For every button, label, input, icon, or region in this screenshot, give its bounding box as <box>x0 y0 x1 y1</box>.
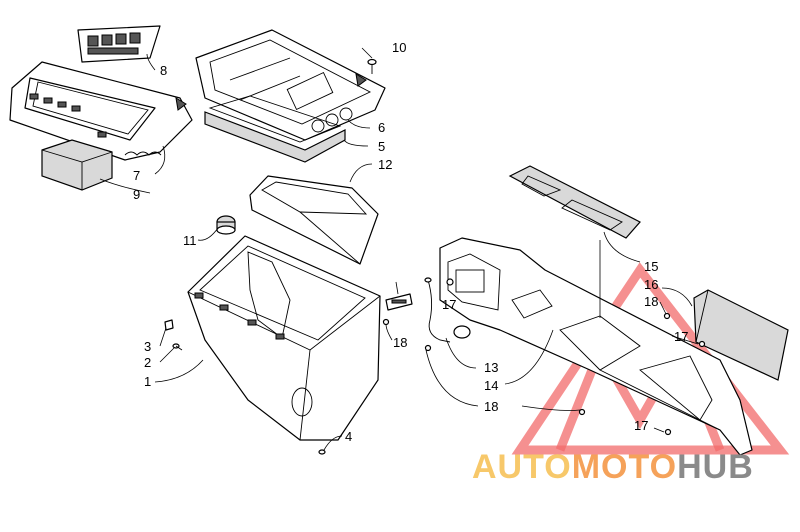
callout-9: 9 <box>133 187 140 202</box>
callout-17-bottom: 17 <box>634 418 648 433</box>
watermark-auto: AUTO <box>472 448 572 486</box>
callout-15: 15 <box>644 259 658 274</box>
part-16-foam-block <box>693 289 789 381</box>
callout-17-right: 17 <box>674 329 688 344</box>
callout-13: 13 <box>484 360 498 375</box>
part-14-console-housing <box>439 237 753 456</box>
callout-7: 7 <box>133 168 140 183</box>
callout-3: 3 <box>144 339 151 354</box>
callout-1: 1 <box>144 374 151 389</box>
part-10-screw <box>367 58 377 74</box>
part-5-gasket <box>204 95 346 163</box>
part-4-screw <box>318 449 326 455</box>
callout-18-right: 18 <box>644 294 658 309</box>
watermark-hub: HUB <box>677 448 754 486</box>
watermark-text: AUTOMOTOHUB <box>472 448 754 486</box>
callout-10: 10 <box>392 40 406 55</box>
callout-17-mid: 17 <box>442 297 456 312</box>
part-15-frame-gasket <box>508 165 641 239</box>
part-3-clip <box>164 319 174 331</box>
part-12-lid <box>249 175 379 265</box>
leader-lines <box>99 47 699 451</box>
callout-8: 8 <box>160 63 167 78</box>
part-8-cover-panel <box>77 25 161 63</box>
part-6-mounting-tray <box>195 29 386 141</box>
callout-4: 4 <box>345 429 352 444</box>
callout-5: 5 <box>378 139 385 154</box>
callout-18-bottom: 18 <box>484 399 498 414</box>
callout-2: 2 <box>144 355 151 370</box>
fastener-screws <box>382 278 706 436</box>
part-13-grommet <box>453 325 471 339</box>
callout-18-left: 18 <box>393 335 407 350</box>
part-19-bracket <box>385 293 413 311</box>
callout-6: 6 <box>378 120 385 135</box>
part-9-foam-pad <box>41 139 113 191</box>
part-13-cable-rod <box>424 277 451 343</box>
part-11-knob <box>216 215 236 235</box>
part-7-instrument-bezel <box>9 61 193 161</box>
part-2-screw <box>172 343 183 351</box>
callout-12: 12 <box>378 157 392 172</box>
watermark-moto: MOTO <box>572 448 677 486</box>
callout-labels: 8 7 9 10 6 5 12 11 3 2 1 4 18 17 13 14 1… <box>133 40 688 444</box>
callout-11: 11 <box>183 233 197 248</box>
part-1-main-housing <box>187 235 381 441</box>
callout-16: 16 <box>644 277 658 292</box>
callout-14: 14 <box>484 378 498 393</box>
